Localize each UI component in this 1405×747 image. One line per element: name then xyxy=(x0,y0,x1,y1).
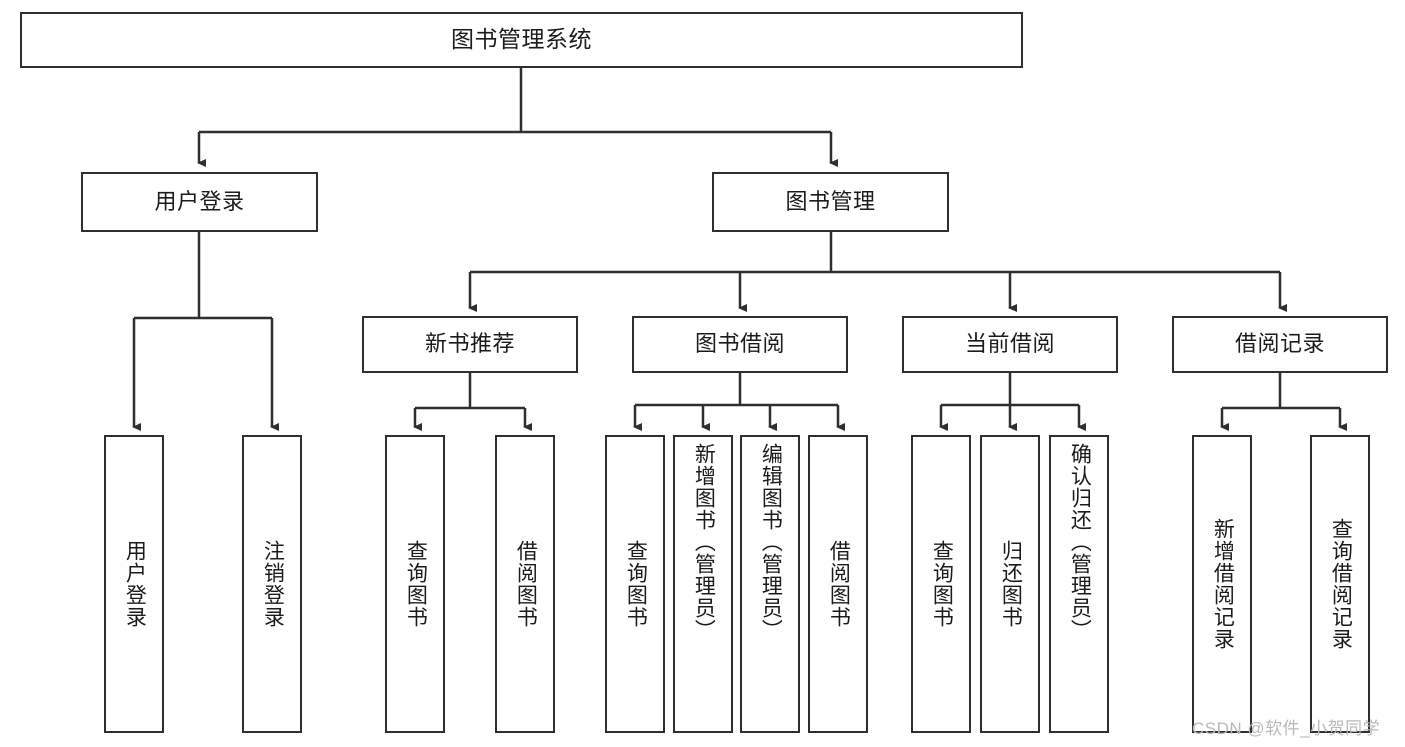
leaf-query-book-current[interactable]: 查询图书 xyxy=(911,435,971,733)
node-label: 借阅图书 xyxy=(827,540,851,628)
node-label: 图书管理系统 xyxy=(451,26,592,53)
node-label: 查询图书 xyxy=(930,540,954,628)
node-current-borrow[interactable]: 当前借阅 xyxy=(902,316,1118,373)
leaf-query-book-recommend[interactable]: 查询图书 xyxy=(385,435,445,733)
leaf-borrow-book[interactable]: 借阅图书 xyxy=(808,435,868,733)
node-label: 查询图书 xyxy=(404,540,428,628)
node-label: 新书推荐 xyxy=(424,331,515,357)
node-label: 当前借阅 xyxy=(964,331,1055,357)
node-label: 新增借阅记录 xyxy=(1211,518,1235,650)
node-label: 用户登录 xyxy=(123,540,147,628)
node-label: 新增图书（管理员） xyxy=(692,443,716,641)
node-new-book-recommend[interactable]: 新书推荐 xyxy=(362,316,578,373)
csdn-watermark: CSDN @软件_小贺同学 xyxy=(1192,719,1381,738)
node-label: 编辑图书（管理员） xyxy=(759,443,783,641)
node-label: 确认归还（管理员） xyxy=(1068,443,1092,641)
node-book-borrow[interactable]: 图书借阅 xyxy=(632,316,848,373)
leaf-confirm-return-admin[interactable]: 确认归还（管理员） xyxy=(1049,435,1109,733)
leaf-logout-login[interactable]: 注销登录 xyxy=(242,435,302,733)
leaf-query-book-borrow[interactable]: 查询图书 xyxy=(605,435,665,733)
node-label: 查询借阅记录 xyxy=(1329,518,1353,650)
node-label: 图书借阅 xyxy=(694,331,785,357)
node-label: 注销登录 xyxy=(261,540,285,628)
node-label: 借阅记录 xyxy=(1234,331,1325,357)
leaf-query-borrow-record[interactable]: 查询借阅记录 xyxy=(1310,435,1370,733)
node-label: 用户登录 xyxy=(154,188,245,214)
node-label: 查询图书 xyxy=(624,540,648,628)
leaf-return-book[interactable]: 归还图书 xyxy=(980,435,1040,733)
node-book-management[interactable]: 图书管理 xyxy=(712,172,949,232)
leaf-edit-book-admin[interactable]: 编辑图书（管理员） xyxy=(740,435,800,733)
leaf-add-borrow-record[interactable]: 新增借阅记录 xyxy=(1192,435,1252,733)
leaf-add-book-admin[interactable]: 新增图书（管理员） xyxy=(673,435,733,733)
node-label: 归还图书 xyxy=(999,540,1023,628)
node-label: 借阅图书 xyxy=(514,540,538,628)
leaf-user-login[interactable]: 用户登录 xyxy=(104,435,164,733)
node-borrow-record[interactable]: 借阅记录 xyxy=(1172,316,1388,373)
node-label: 图书管理 xyxy=(785,188,876,214)
node-user-login[interactable]: 用户登录 xyxy=(81,172,318,232)
node-root-system[interactable]: 图书管理系统 xyxy=(20,12,1023,68)
leaf-borrow-book-recommend[interactable]: 借阅图书 xyxy=(495,435,555,733)
